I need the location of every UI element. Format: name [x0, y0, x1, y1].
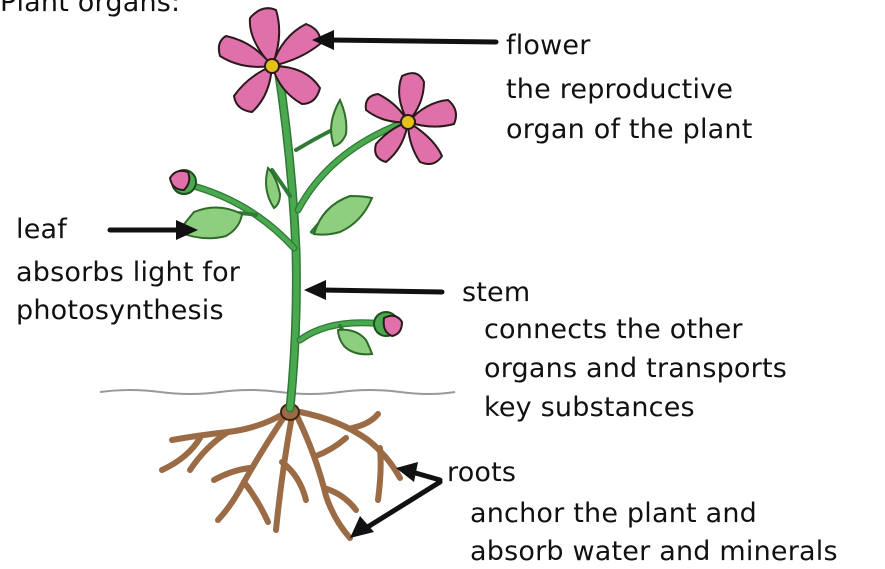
roots-description-line2: absorb water and minerals — [470, 535, 838, 569]
leaf-description-line1: absorbs light for — [16, 256, 240, 290]
stem-description-line1: connects the other — [484, 313, 743, 347]
flower-arrow — [330, 40, 496, 42]
leaf-lower — [338, 330, 372, 355]
flower-description-line1: the reproductive — [506, 73, 733, 107]
flower-description-line2: organ of the plant — [506, 113, 753, 147]
roots-label: roots — [447, 456, 516, 490]
bud-left — [170, 170, 196, 194]
roots-illustration — [162, 410, 400, 538]
ground-line — [100, 390, 455, 394]
flower-top — [219, 8, 320, 112]
flower-right — [366, 73, 456, 164]
leaf-right — [314, 196, 372, 235]
stem-description-line2: organs and transports — [484, 352, 787, 386]
flower-label: flower — [506, 29, 591, 63]
leaf-label: leaf — [16, 213, 67, 247]
leaf-small-left — [266, 168, 280, 208]
diagram-title: Plant organs: — [0, 0, 180, 20]
bud-right — [374, 312, 402, 336]
stem-arrow — [322, 290, 442, 292]
leaf-top — [331, 100, 346, 146]
roots-arrow-upper — [412, 472, 440, 480]
stem-label: stem — [462, 276, 530, 310]
roots-description-line1: anchor the plant and — [470, 497, 757, 531]
stem-description-line3: key substances — [484, 391, 695, 425]
leaf-description-line2: photosynthesis — [16, 294, 224, 328]
